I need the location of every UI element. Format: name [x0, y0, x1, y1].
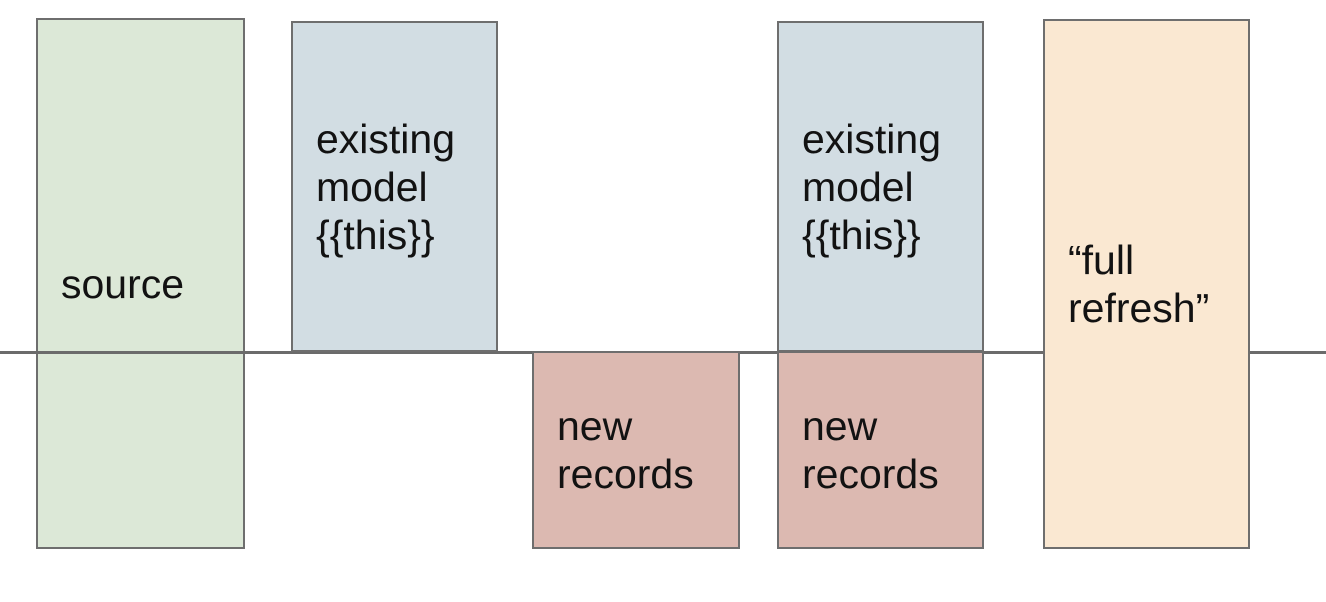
- box-existing-model-2-label-line: existing: [802, 115, 942, 162]
- box-existing-model-1-label-line: {{this}}: [316, 211, 435, 258]
- box-new-records-2-label-line: records: [802, 451, 939, 497]
- box-existing-model-2-label-line: {{this}}: [802, 211, 921, 258]
- box-new-records-1-label-line: records: [557, 451, 694, 497]
- box-existing-model-1-label-line: model: [316, 163, 428, 210]
- box-new-records-1: new records: [532, 351, 740, 549]
- box-existing-model-1-label: existing model {{this}}: [316, 115, 455, 259]
- box-existing-model-2-label-line: model: [802, 163, 914, 210]
- box-source-label-line: source: [61, 260, 185, 307]
- box-existing-model-2-label: existing model {{this}}: [802, 115, 941, 259]
- box-new-records-2-label: new records: [802, 402, 939, 498]
- box-existing-model-1-label-line: existing: [316, 115, 456, 162]
- box-new-records-1-label-line: new: [557, 403, 633, 449]
- box-new-records-1-label: new records: [557, 402, 694, 498]
- box-full-refresh-label-line: “full: [1068, 237, 1135, 283]
- box-full-refresh: “full refresh”: [1043, 19, 1250, 549]
- box-source: source: [36, 18, 245, 549]
- box-existing-model-1: existing model {{this}}: [291, 21, 498, 352]
- box-full-refresh-label-line: refresh”: [1068, 285, 1210, 331]
- box-full-refresh-label: “full refresh”: [1068, 236, 1209, 332]
- box-new-records-2: new records: [777, 351, 984, 549]
- box-new-records-2-label-line: new: [802, 403, 878, 449]
- box-existing-model-2: existing model {{this}}: [777, 21, 984, 352]
- box-source-label: source: [61, 260, 184, 308]
